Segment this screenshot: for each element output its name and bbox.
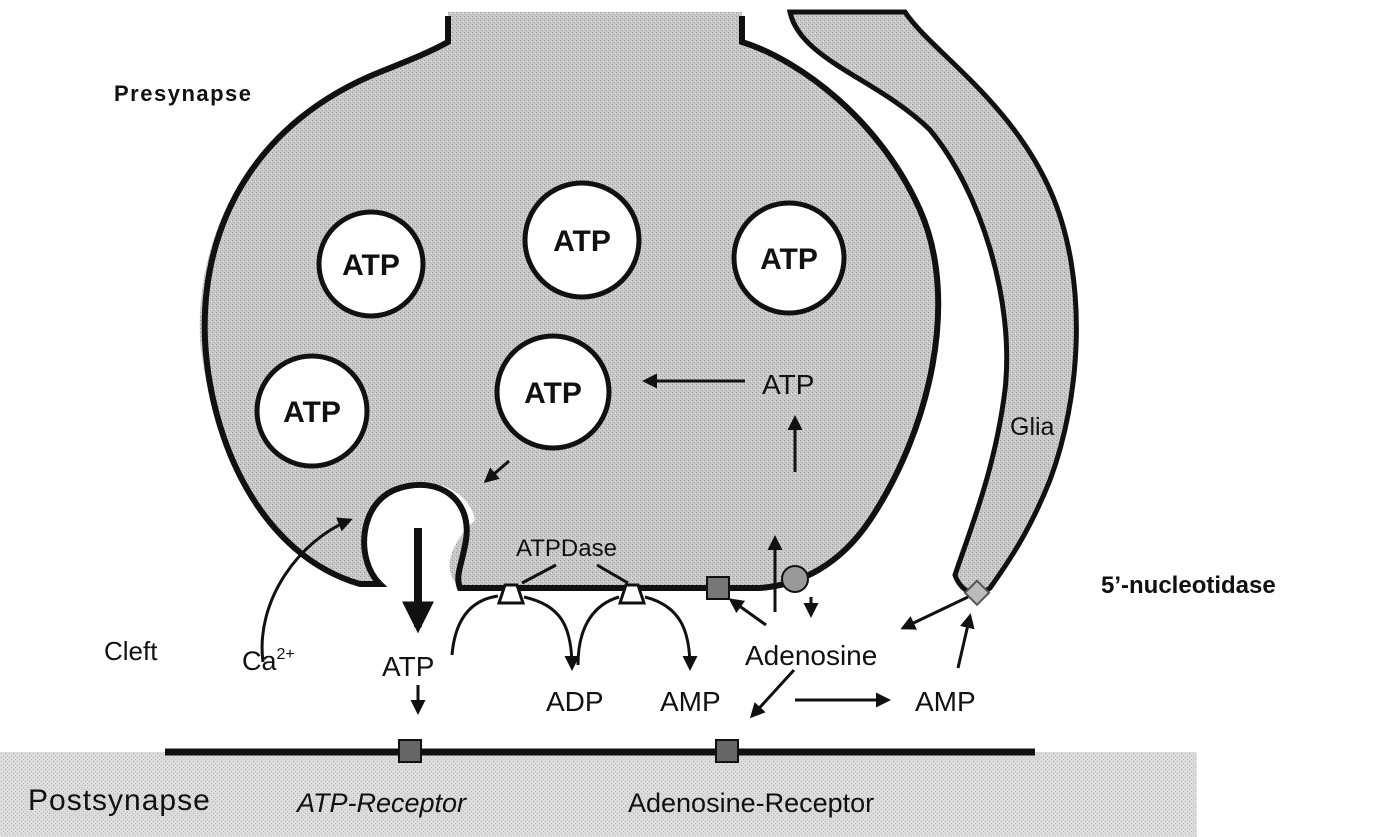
nucleotidase-label: 5’-nucleotidase <box>1101 572 1276 599</box>
atpdase-to-amp-arrow <box>645 597 690 668</box>
glia-to-adenosine-arrow <box>903 597 968 628</box>
atpdase-to-adp-arrow <box>524 597 572 668</box>
cleft-label: Cleft <box>104 636 158 666</box>
adp-label: ADP <box>546 686 604 717</box>
svg-text:ATP: ATP <box>553 225 611 258</box>
adenosine-transporter <box>707 577 729 599</box>
atpdase-label: ATPDase <box>516 535 617 562</box>
svg-text:ATP: ATP <box>760 243 818 276</box>
adenosine-to-receptor-arrow <box>752 670 794 716</box>
adp-to-atpdase-arc <box>578 597 619 665</box>
svg-text:ATP: ATP <box>283 396 341 429</box>
atp-cytosol-label: ATP <box>762 369 814 400</box>
amp-glia-label: AMP <box>915 686 976 717</box>
glia-label: Glia <box>1010 413 1055 441</box>
calcium-label: Ca2+ <box>242 646 295 676</box>
adenosine-receptor-label: Adenosine-Receptor <box>628 788 874 818</box>
adenosine-receptor-protein <box>716 740 738 762</box>
vesicle-4: ATP <box>257 356 367 466</box>
nucleoside-transporter <box>782 566 808 592</box>
svg-text:ATP: ATP <box>342 249 400 282</box>
atpdase-enzyme-1 <box>499 585 523 603</box>
amp-to-nucleotidase-arrow <box>958 616 970 668</box>
atp-released-label: ATP <box>382 651 434 682</box>
presynapse-label: Presynapse <box>114 81 253 106</box>
amp-cleft-label: AMP <box>660 686 721 717</box>
adenosine-label: Adenosine <box>745 640 877 671</box>
vesicle-1: ATP <box>319 212 423 316</box>
atp-receptor-label: ATP-Receptor <box>295 788 467 818</box>
atp-to-atpdase-arc <box>452 596 498 655</box>
atp-receptor-protein <box>399 740 421 762</box>
vesicle-5: ATP <box>497 336 609 448</box>
vesicle-2: ATP <box>525 183 639 297</box>
atpdase-enzyme-2 <box>620 585 644 603</box>
svg-text:ATP: ATP <box>524 377 582 410</box>
postsynapse-label: Postsynapse <box>28 784 211 817</box>
adenosine-to-transporter-arrow <box>731 600 766 625</box>
vesicle-3: ATP <box>734 203 844 313</box>
